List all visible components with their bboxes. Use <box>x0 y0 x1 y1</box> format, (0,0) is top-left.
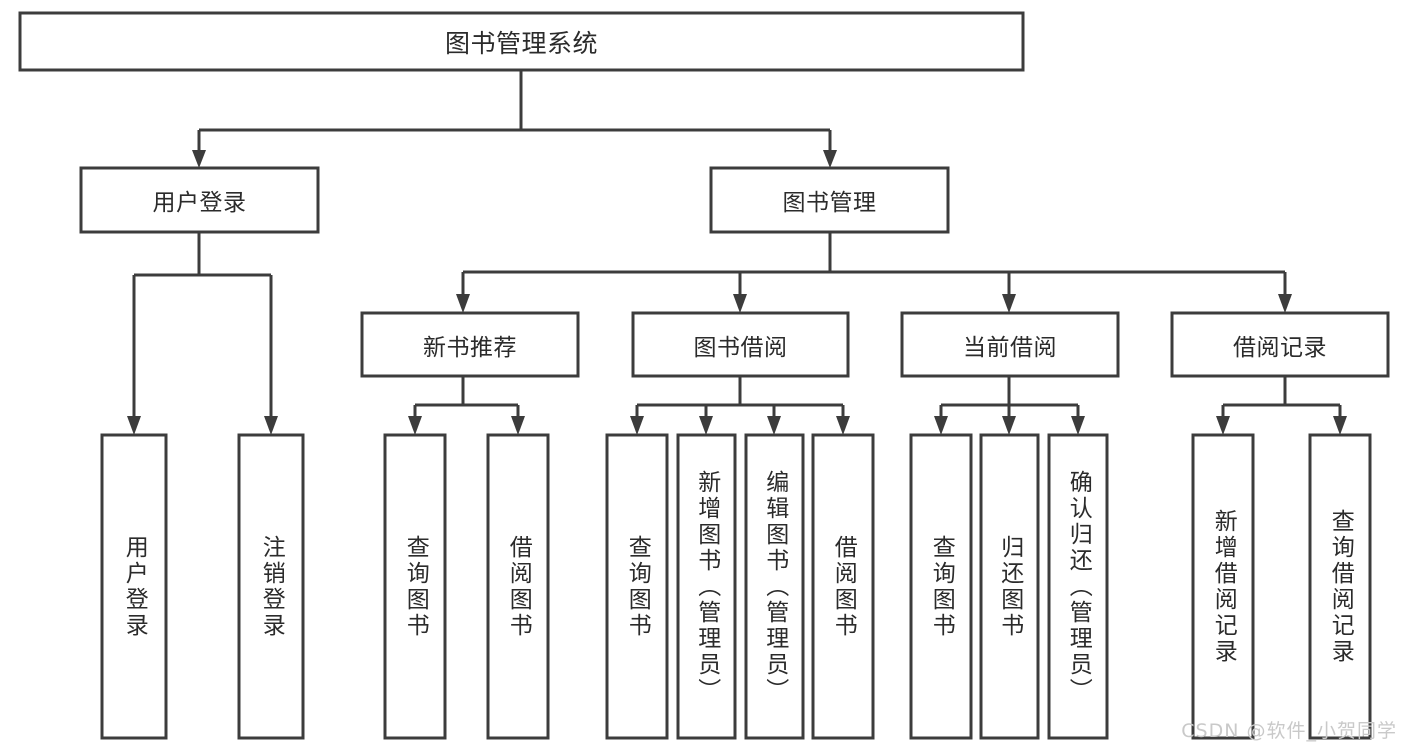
node-box-leaf-query-book-2[interactable] <box>605 433 669 740</box>
node-box-new-book-rec[interactable] <box>360 311 580 378</box>
node-box-user-login[interactable] <box>79 166 320 234</box>
arrowhead-leaf-edit-book <box>767 416 781 435</box>
arrowhead-book-borrow <box>733 294 747 313</box>
node-box-leaf-query-book-1[interactable] <box>383 433 447 740</box>
node-box-root[interactable] <box>18 11 1025 72</box>
node-box-leaf-user-login[interactable] <box>100 433 168 740</box>
arrowhead-user-login <box>192 150 206 168</box>
arrowhead-leaf-query-record <box>1333 416 1347 435</box>
node-box-book-manage[interactable] <box>709 166 950 234</box>
node-box-leaf-user-logout[interactable] <box>237 433 305 740</box>
arrowhead-leaf-query-book-2 <box>630 416 644 435</box>
arrowhead-leaf-confirm-return <box>1071 416 1085 435</box>
arrowhead-book-manage <box>823 150 837 168</box>
node-box-leaf-add-record[interactable] <box>1191 433 1255 740</box>
node-box-leaf-edit-book[interactable] <box>744 433 805 740</box>
arrowhead-borrow-record <box>1278 294 1292 313</box>
arrowhead-new-book-rec <box>456 294 470 313</box>
arrowhead-leaf-user-login <box>127 416 141 435</box>
node-box-leaf-confirm-return[interactable] <box>1047 433 1109 740</box>
arrowhead-leaf-query-book-3 <box>934 416 948 435</box>
arrowhead-leaf-user-logout <box>264 416 278 435</box>
arrowhead-leaf-borrow-book-1 <box>511 416 525 435</box>
arrowhead-leaf-add-book <box>699 416 713 435</box>
node-box-current-borrow[interactable] <box>900 311 1120 378</box>
node-box-book-borrow[interactable] <box>631 311 850 378</box>
node-box-leaf-query-book-3[interactable] <box>909 433 973 740</box>
nodes <box>18 11 1390 740</box>
node-box-leaf-add-book[interactable] <box>676 433 737 740</box>
edges <box>127 70 1347 435</box>
arrowhead-leaf-add-record <box>1216 416 1230 435</box>
arrowhead-leaf-borrow-book-2 <box>836 416 850 435</box>
arrowhead-leaf-return-book <box>1002 416 1016 435</box>
node-box-borrow-record[interactable] <box>1170 311 1390 378</box>
node-box-leaf-return-book[interactable] <box>979 433 1040 740</box>
arrowhead-current-borrow <box>1002 294 1016 313</box>
node-box-leaf-borrow-book-1[interactable] <box>486 433 550 740</box>
node-box-leaf-query-record[interactable] <box>1308 433 1372 740</box>
node-box-leaf-borrow-book-2[interactable] <box>811 433 875 740</box>
arrowhead-leaf-query-book-1 <box>408 416 422 435</box>
